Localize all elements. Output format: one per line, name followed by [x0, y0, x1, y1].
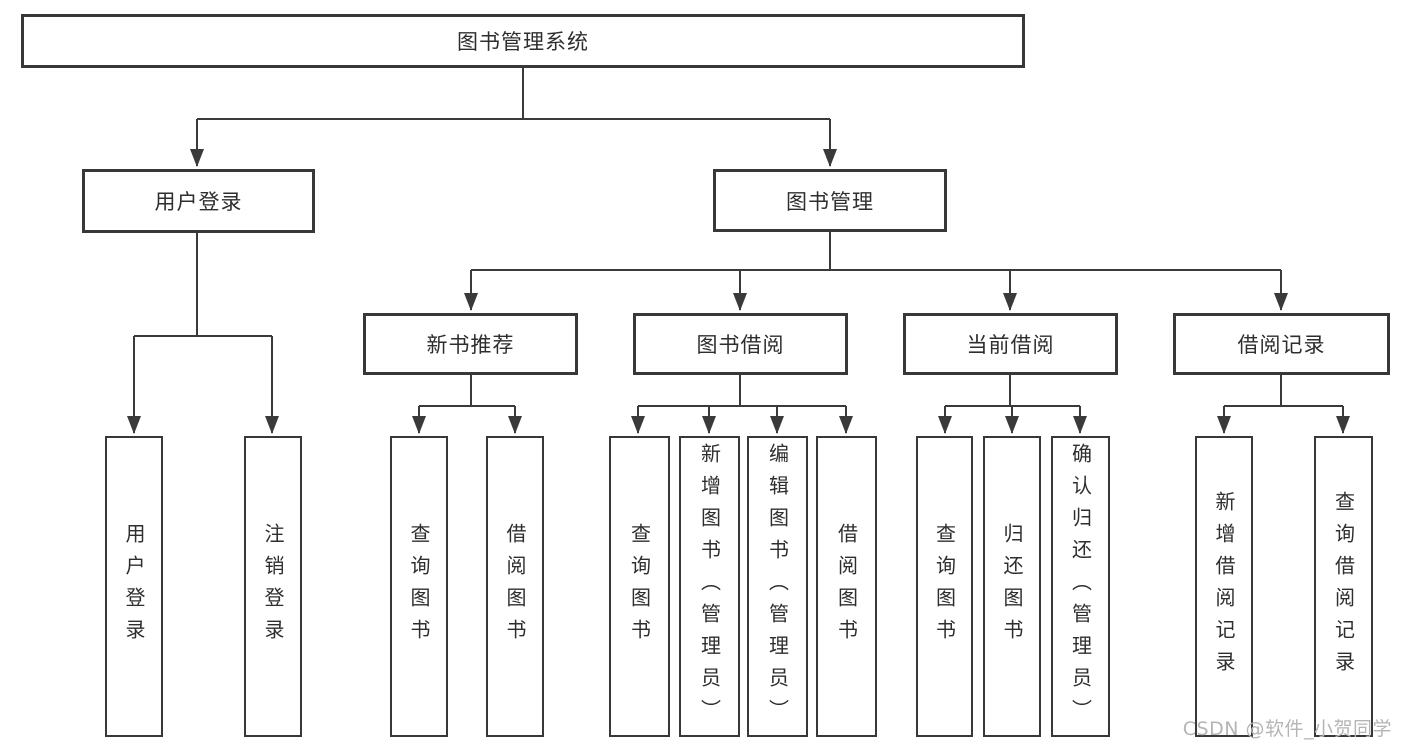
node-user-login: 用户登录 [82, 169, 315, 233]
leaf-nb-query-books: 查询图书 [390, 436, 448, 737]
node-label: 确认归还（管理员） [1068, 442, 1093, 731]
node-book-borrow: 图书借阅 [633, 313, 848, 375]
node-new-book-recommend: 新书推荐 [363, 313, 578, 375]
node-root-system: 图书管理系统 [21, 14, 1025, 68]
node-label: 归还图书 [1000, 522, 1024, 651]
node-label: 借阅图书 [503, 522, 527, 651]
node-label: 新增借阅记录 [1212, 490, 1236, 683]
node-label: 图书管理 [786, 189, 874, 214]
node-label: 新增图书（管理员） [697, 442, 722, 731]
node-label: 查询图书 [932, 522, 957, 651]
node-borrow-records: 借阅记录 [1173, 313, 1390, 375]
leaf-bb-query-books: 查询图书 [609, 436, 670, 737]
leaf-logout: 注销登录 [244, 436, 302, 737]
leaf-cb-query-books: 查询图书 [916, 436, 973, 737]
node-label: 编辑图书（管理员） [765, 442, 790, 731]
leaf-bb-edit-books-admin: 编辑图书（管理员） [747, 436, 808, 737]
node-book-management: 图书管理 [713, 169, 947, 232]
csdn-watermark: CSDN @软件_小贺同学 [1182, 718, 1392, 740]
node-current-borrow: 当前借阅 [903, 313, 1118, 375]
leaf-bb-borrow-books: 借阅图书 [816, 436, 877, 737]
leaf-br-query-record: 查询借阅记录 [1314, 436, 1373, 737]
node-label: 查询图书 [407, 522, 431, 651]
leaf-bb-add-books-admin: 新增图书（管理员） [679, 436, 740, 737]
leaf-cb-confirm-return-admin: 确认归还（管理员） [1051, 436, 1110, 737]
node-label: 用户登录 [122, 522, 146, 651]
node-label: 查询图书 [627, 522, 652, 651]
leaf-nb-borrow-books: 借阅图书 [486, 436, 544, 737]
leaf-user-login: 用户登录 [105, 436, 163, 737]
node-label: 查询借阅记录 [1331, 490, 1356, 683]
node-label: 图书管理系统 [457, 30, 589, 54]
node-label: 借阅图书 [834, 522, 859, 651]
node-label: 用户登录 [154, 190, 243, 214]
node-label: 注销登录 [261, 522, 285, 651]
leaf-cb-return-books: 归还图书 [983, 436, 1041, 737]
node-label: 借阅记录 [1237, 333, 1326, 357]
node-label: 当前借阅 [966, 333, 1055, 357]
node-label: 新书推荐 [426, 333, 515, 357]
node-label: 图书借阅 [696, 333, 785, 357]
leaf-br-add-record: 新增借阅记录 [1195, 436, 1253, 737]
